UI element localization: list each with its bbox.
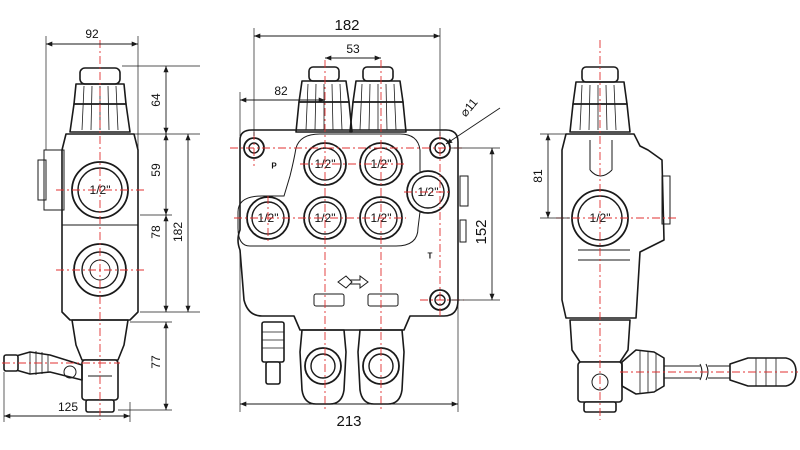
dim-left-width: 92 — [85, 27, 99, 41]
dim-front-offset: 82 — [274, 84, 288, 98]
front-view: P T 1/2" 1/2" 1/2" 1/2" 1/2" — [230, 17, 501, 430]
dim-front-bottom: 213 — [336, 413, 361, 430]
dim-left-total: 182 — [171, 222, 185, 242]
front-dimensions: 182 53 82 ⌀11 152 213 — [239, 17, 501, 430]
dim-right-height: 81 — [531, 169, 545, 183]
left-dimensions: 92 64 59 78 182 77 125 — [3, 27, 200, 422]
left-valve-body — [37, 133, 139, 321]
dim-left-lever: 125 — [58, 400, 78, 414]
dim-front-hole: ⌀11 — [457, 95, 481, 119]
dim-front-spacing: 53 — [346, 42, 360, 56]
right-side-view: 1/2" 81 — [531, 40, 798, 420]
right-lever-assembly — [569, 319, 797, 413]
right-dimensions: 81 — [531, 133, 570, 219]
front-handle-caps — [295, 66, 407, 133]
right-valve-body — [561, 133, 671, 319]
dim-left-bottom: 77 — [149, 355, 163, 369]
left-side-view: 1/2" 92 — [2, 27, 200, 422]
front-spool-ends — [261, 321, 405, 405]
dim-front-top: 182 — [334, 17, 359, 34]
dim-left-upper: 59 — [149, 163, 163, 177]
dim-left-lower: 78 — [149, 225, 163, 239]
letter-p: P — [271, 162, 277, 171]
front-valve-body — [237, 129, 469, 331]
dim-left-handle: 64 — [149, 93, 163, 107]
left-lever-assembly — [3, 319, 129, 413]
letter-t: T — [428, 252, 433, 261]
dim-front-height: 152 — [473, 219, 490, 244]
